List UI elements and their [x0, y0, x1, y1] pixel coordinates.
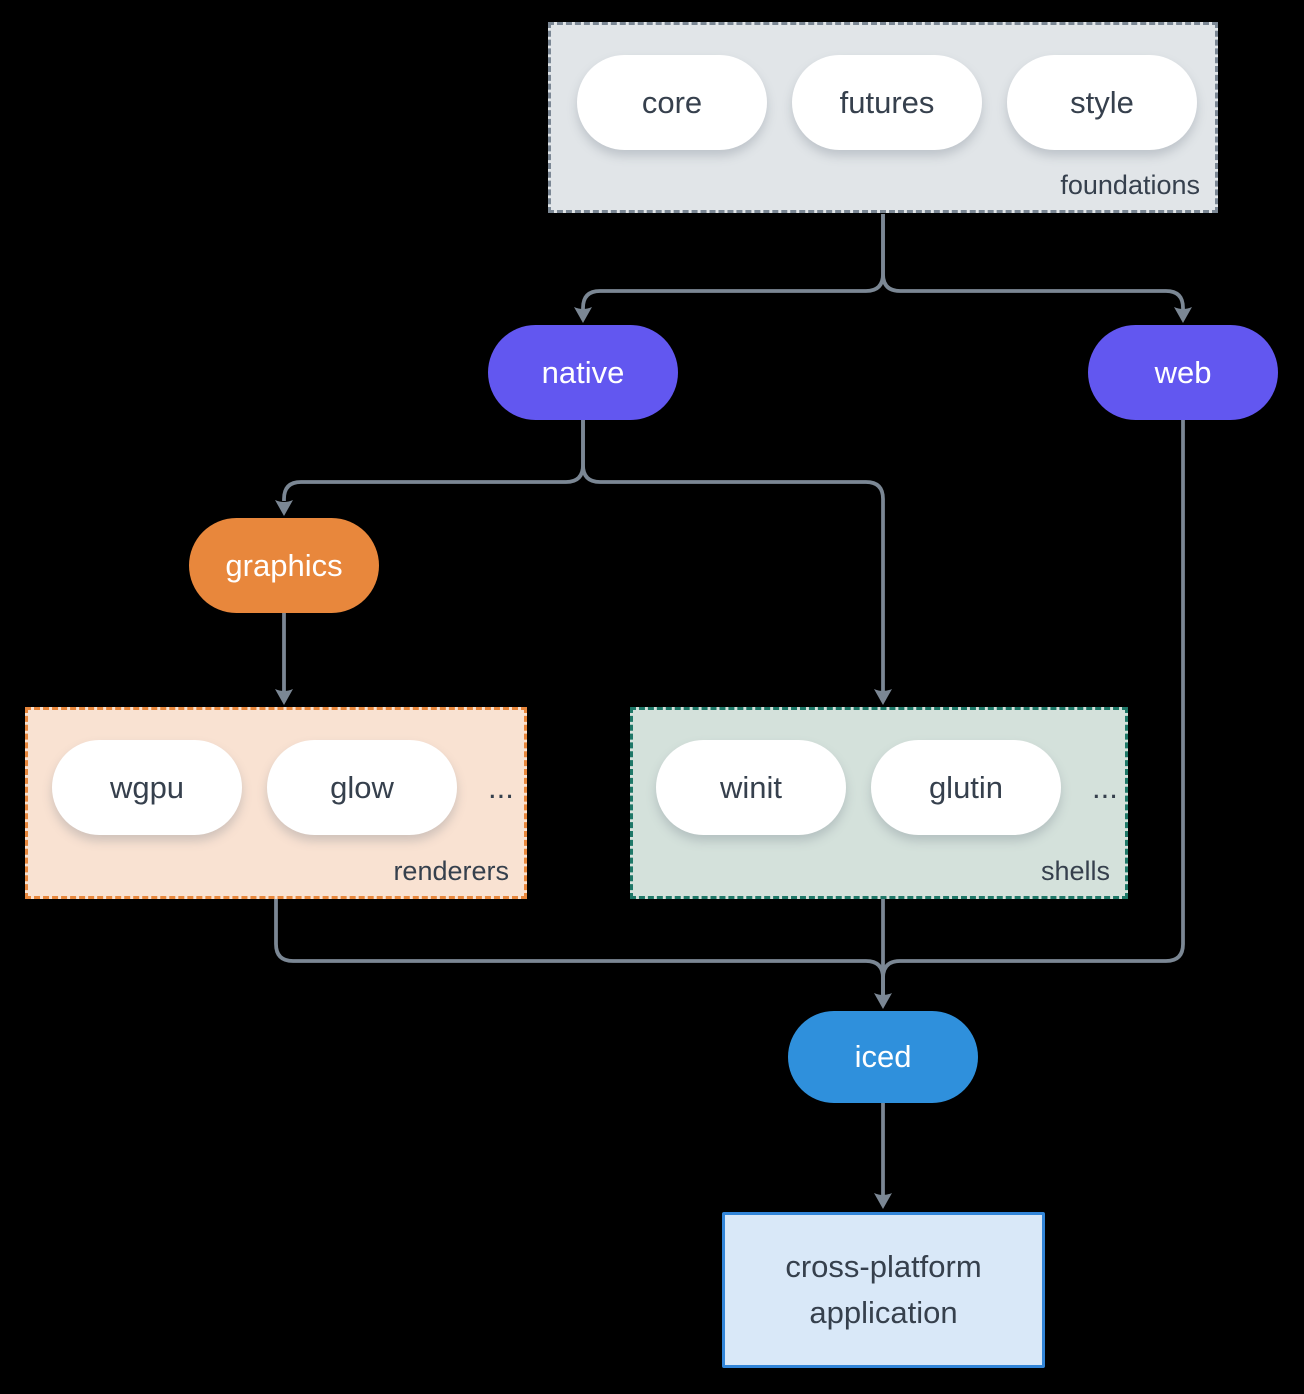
- foundations-pill-row: core futures style: [577, 55, 1222, 150]
- renderers-pill-row: wgpu glow ...: [52, 740, 514, 835]
- node-core: core: [577, 55, 767, 150]
- arrowhead-web: [1174, 307, 1192, 323]
- arrowhead-shells: [874, 689, 892, 705]
- node-native: native: [488, 325, 678, 420]
- node-wgpu: wgpu: [52, 740, 242, 835]
- arrowhead-application: [874, 1193, 892, 1209]
- arrowhead-renderers: [275, 689, 293, 705]
- node-glow: glow: [267, 740, 457, 835]
- node-web: web: [1088, 325, 1278, 420]
- group-shells: winit glutin ... shells: [630, 707, 1128, 899]
- edge-foundations-native: [581, 214, 885, 309]
- node-style: style: [1007, 55, 1197, 150]
- arrowhead-iced: [874, 993, 892, 1009]
- edge-native-graphics: [282, 420, 585, 501]
- node-winit: winit: [656, 740, 846, 835]
- shells-ellipsis: ...: [1092, 769, 1118, 805]
- node-glutin: glutin: [871, 740, 1061, 835]
- app-label-line1: cross-platform: [785, 1248, 982, 1284]
- edge-native-shells: [581, 420, 885, 691]
- node-cross-platform-application: cross-platform application: [722, 1212, 1045, 1368]
- edge-foundations-web: [881, 214, 1185, 309]
- app-label-line2: application: [809, 1295, 958, 1330]
- arrowhead-native: [574, 307, 592, 323]
- node-futures: futures: [792, 55, 982, 150]
- renderers-ellipsis: ...: [488, 769, 514, 805]
- group-renderers: wgpu glow ... renderers: [25, 707, 527, 899]
- shells-label: shells: [1040, 856, 1110, 886]
- group-foundations: core futures style foundations: [548, 22, 1218, 213]
- node-iced: iced: [788, 1011, 978, 1103]
- node-graphics: graphics: [189, 518, 379, 613]
- renderers-label: renderers: [393, 856, 509, 886]
- foundations-label: foundations: [1060, 170, 1200, 200]
- shells-pill-row: winit glutin ...: [656, 740, 1118, 835]
- edge-renderers-iced: [274, 899, 885, 995]
- arrowhead-graphics: [275, 500, 293, 516]
